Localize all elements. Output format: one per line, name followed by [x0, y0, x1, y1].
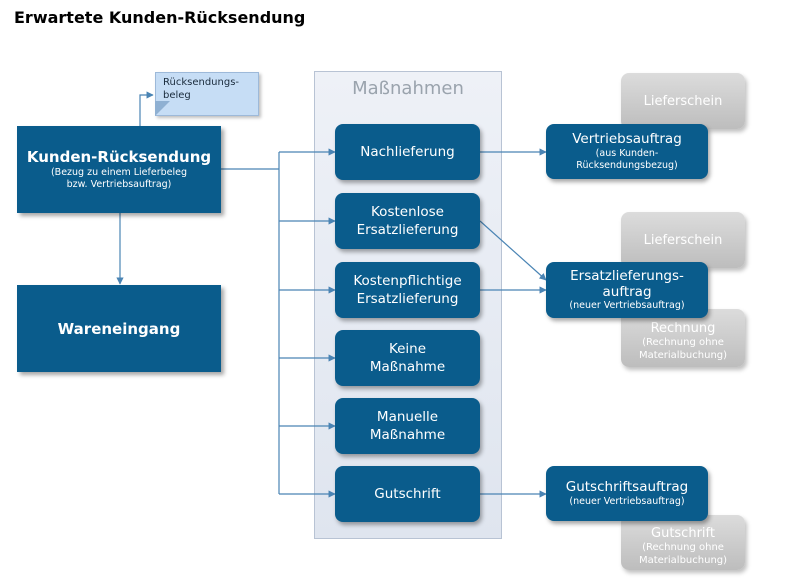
vertriebsauftrag-sub1: (aus Kunden- [595, 148, 659, 159]
gutschrift-sub2: Materialbuchung) [638, 555, 728, 566]
gutschriftsauftrag-box: Gutschriftsauftrag (neuer Vertriebsauftr… [546, 466, 708, 521]
gutschrift-followup-box: Gutschrift (Rechnung ohne Materialbuchun… [621, 515, 745, 570]
wareneingang-box: Wareneingang [17, 285, 221, 372]
kunden-ruecksendung-box: Kunden-Rücksendung (Bezug zu einem Liefe… [17, 126, 221, 213]
ersatz-title1: Ersatzlieferungs- [570, 268, 684, 284]
massnahme-line1: Manuelle [376, 409, 439, 425]
massnahme-line2: Maßnahme [369, 427, 446, 443]
massnahme-line2: Ersatzlieferung [356, 222, 459, 238]
kunden-sub1: (Bezug zu einem Lieferbeleg [50, 167, 188, 178]
rechnung-title: Rechnung [650, 320, 716, 336]
massnahme-kostenlose-ersatzlieferung: Kostenlose Ersatzlieferung [335, 193, 480, 249]
note-line2: beleg [163, 90, 191, 101]
massnahme-gutschrift: Gutschrift [335, 466, 480, 522]
note-line1: Rücksendungs- [163, 77, 240, 88]
rechnung-sub1: (Rechnung ohne [642, 336, 724, 348]
massnahme-keine: Keine Maßnahme [335, 330, 480, 386]
massnahme-line2: Maßnahme [369, 359, 446, 375]
lieferschein-box-1: Lieferschein [621, 73, 745, 129]
ruecksendungsbeleg-note: Rücksendungs- beleg [155, 72, 259, 116]
lieferschein-label: Lieferschein [643, 232, 723, 248]
massnahme-line1: Gutschrift [374, 486, 441, 502]
note-fold-corner [155, 101, 170, 116]
kunden-title: Kunden-Rücksendung [26, 148, 212, 166]
rechnung-sub2: Materialbuchung) [638, 349, 728, 361]
massnahme-manuelle: Manuelle Maßnahme [335, 398, 480, 454]
vertriebsauftrag-title: Vertriebsauftrag [572, 131, 682, 147]
vertriebsauftrag-box: Vertriebsauftrag (aus Kunden- Rücksendun… [546, 124, 708, 179]
massnahme-kostenpflichtige-ersatzlieferung: Kostenpflichtige Ersatzlieferung [335, 262, 480, 318]
ersatz-sub: (neuer Vertriebsauftrag) [569, 300, 685, 311]
lieferschein-label: Lieferschein [643, 93, 723, 109]
page-title: Erwartete Kunden-Rücksendung [14, 8, 306, 27]
kunden-sub2: bzw. Vertriebsauftrag) [66, 179, 172, 190]
massnahme-line2: Ersatzlieferung [356, 291, 459, 307]
massnahme-line1: Nachlieferung [360, 144, 455, 160]
gutschriftsauftrag-sub: (neuer Vertriebsauftrag) [569, 496, 685, 507]
ersatz-title2: auftrag [602, 284, 652, 300]
rechnung-box: Rechnung (Rechnung ohne Materialbuchung) [621, 309, 745, 367]
wareneingang-label: Wareneingang [57, 319, 181, 338]
gutschrift-title: Gutschrift [651, 526, 715, 541]
massnahmen-title: Maßnahmen [352, 78, 464, 99]
massnahme-line1: Keine [388, 341, 427, 357]
massnahme-line1: Kostenpflichtige [353, 273, 462, 289]
gutschriftsauftrag-title: Gutschriftsauftrag [565, 479, 689, 495]
vertriebsauftrag-sub2: Rücksendungsbezug) [576, 160, 678, 171]
lieferschein-box-2: Lieferschein [621, 212, 745, 268]
ersatzlieferungsauftrag-box: Ersatzlieferungs- auftrag (neuer Vertrie… [546, 262, 708, 318]
gutschrift-sub1: (Rechnung ohne [642, 542, 724, 553]
massnahme-nachlieferung: Nachlieferung [335, 124, 480, 180]
massnahme-line1: Kostenlose [371, 204, 444, 220]
